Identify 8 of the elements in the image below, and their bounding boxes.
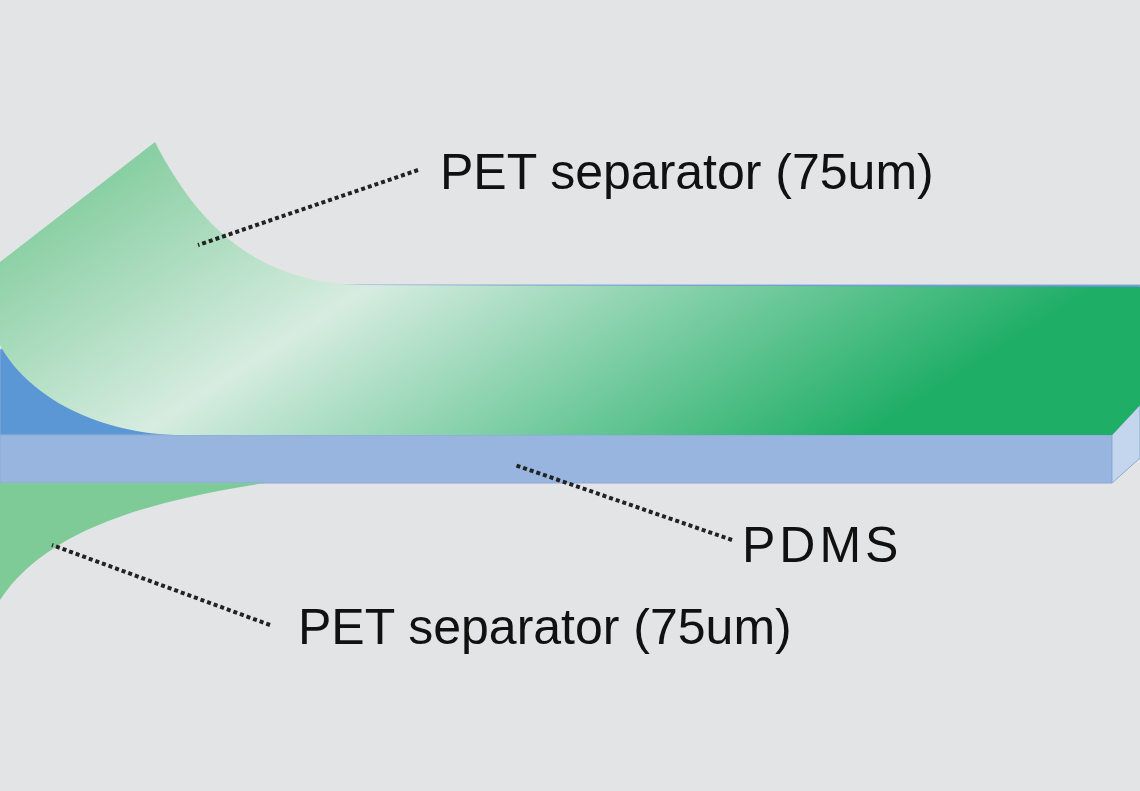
leader-line xyxy=(51,543,271,627)
leader-line xyxy=(514,463,733,542)
leader-line xyxy=(197,168,419,247)
part-label: PET separator (75um) xyxy=(440,145,934,200)
separator-film xyxy=(0,142,1140,435)
part-label: PDMS xyxy=(742,518,903,573)
part-label: PET separator (75um) xyxy=(298,600,792,655)
separator-film xyxy=(0,483,265,600)
